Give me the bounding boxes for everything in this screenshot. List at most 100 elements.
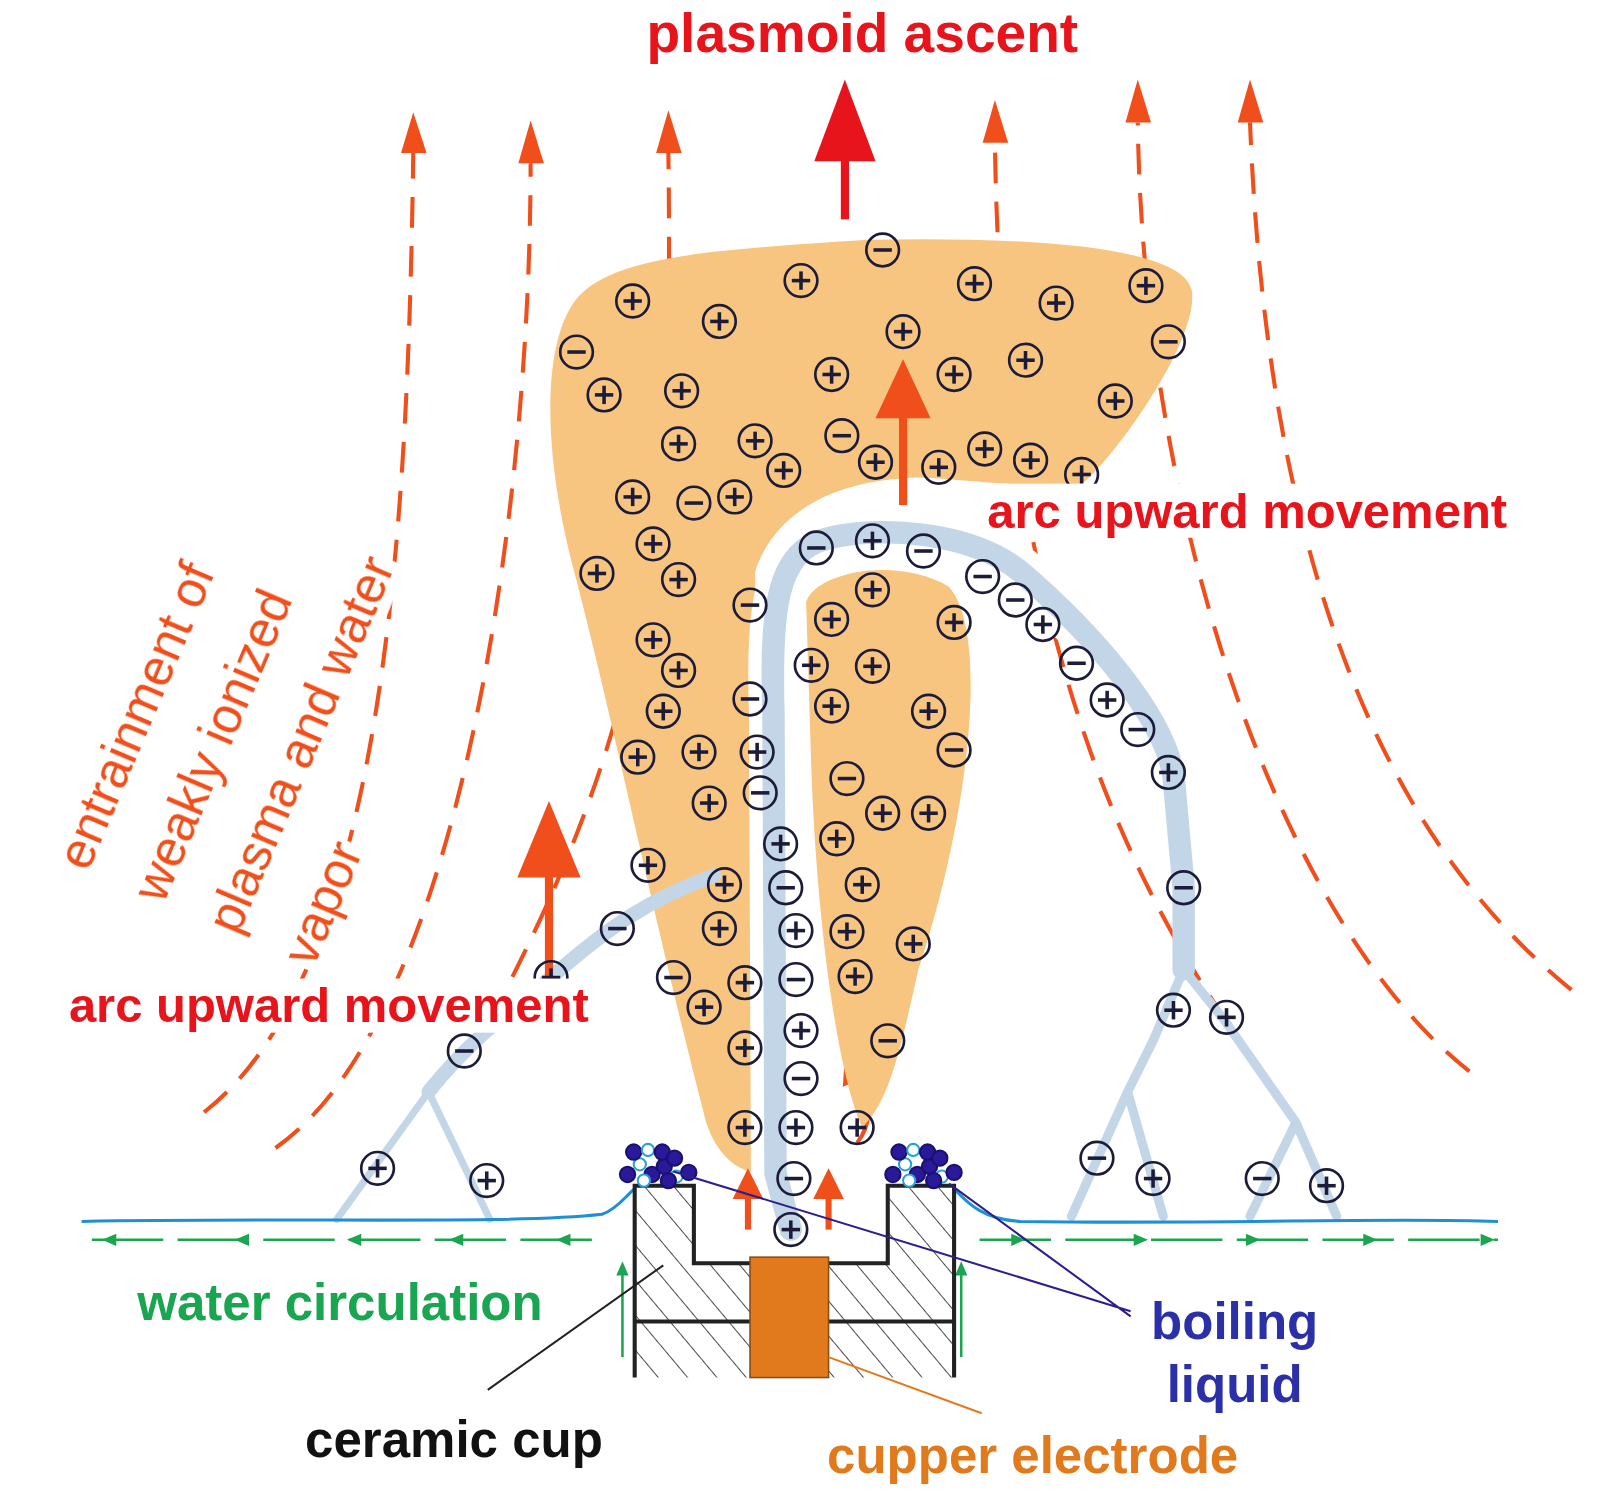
ceramic-cup [635, 1186, 954, 1378]
negative-charge [831, 762, 864, 795]
leader-lines [673, 1171, 1130, 1316]
charge-bar [718, 312, 722, 330]
charge-ring [703, 305, 736, 338]
positive-charge [647, 695, 680, 728]
charge-bar [952, 365, 956, 383]
negative-charge [1121, 713, 1154, 746]
charge-bar [1006, 598, 1024, 602]
negative-charge [560, 336, 593, 369]
charge-bar [871, 532, 875, 550]
charge-ring [1121, 713, 1154, 746]
bubble [903, 1174, 915, 1186]
positive-charge [688, 991, 721, 1024]
charge-ring [1091, 684, 1124, 717]
flow-head [102, 1234, 116, 1246]
ceramic-cup [750, 1257, 829, 1377]
plasmoid-body [550, 239, 1192, 1173]
negative-charge [601, 912, 634, 945]
charge-bar [743, 1039, 747, 1057]
charge-bar [973, 274, 977, 292]
negative-charge [871, 1024, 904, 1057]
charge-ring [912, 797, 945, 830]
charge-bar [1024, 351, 1028, 369]
negative-charge [966, 560, 999, 593]
arc-channels [773, 532, 1184, 1229]
charge-bar [1129, 728, 1147, 732]
positive-charge [703, 305, 736, 338]
big-arrows [517, 801, 580, 878]
negative-charge [1167, 871, 1200, 904]
charge-ring [601, 912, 634, 945]
negative-charge [826, 419, 859, 452]
positive-charge [616, 481, 649, 514]
positive-charge [662, 563, 695, 596]
positive-charge [616, 285, 649, 318]
ceramic-cup [635, 1186, 954, 1378]
charge-bar [718, 919, 722, 937]
negative-charge [778, 1162, 811, 1195]
charge-ring [938, 734, 971, 767]
bubble [926, 1173, 941, 1188]
charge-bar [794, 921, 798, 939]
charge-bar [1067, 661, 1085, 665]
charge-bar [914, 549, 932, 553]
positive-charge [1310, 1169, 1343, 1202]
callout-label: arc upward movement [984, 482, 1510, 538]
positive-charge [839, 960, 872, 993]
flow-head [1481, 1234, 1495, 1246]
charge-ring [841, 1111, 874, 1144]
label-text: arc upward movement [66, 978, 592, 1032]
positive-charge [632, 849, 665, 882]
flow-arrowheads [1238, 80, 1264, 123]
label-text: water circulation [134, 1274, 546, 1331]
positive-charge [708, 868, 741, 901]
positive-charge [912, 695, 945, 728]
bubble [891, 1144, 906, 1159]
charge-ring [907, 535, 940, 568]
charge-bar [661, 702, 665, 720]
charge-ring [785, 264, 818, 297]
positive-charge [856, 650, 889, 683]
charge-ring [831, 915, 864, 948]
charge-bar [945, 748, 963, 752]
negative-charge [1081, 1142, 1114, 1175]
positive-charge [785, 264, 818, 297]
charge-ring [637, 528, 670, 561]
charge-bar [789, 1220, 793, 1238]
charge-bar [1167, 763, 1171, 781]
charge-bar [838, 777, 856, 781]
charge-ring [780, 1111, 813, 1144]
charge-ring [826, 419, 859, 452]
charge-ring [856, 573, 889, 606]
positive-charge [1091, 684, 1124, 717]
charge-ring [616, 285, 649, 318]
bubble [626, 1144, 641, 1159]
charge-bar [595, 564, 599, 582]
charge-bar [1054, 294, 1058, 312]
negative-charge [800, 532, 833, 565]
negative-charge [1060, 647, 1093, 680]
charge-bar [860, 876, 864, 894]
charge-ring [785, 1062, 818, 1095]
charge-ring [647, 695, 680, 728]
positive-charge [774, 1213, 807, 1246]
charge-ring [662, 654, 695, 687]
charge-bar [927, 804, 931, 822]
callout-label: cupper electrode [824, 1428, 1241, 1487]
bubble [946, 1165, 961, 1180]
leader-lines [829, 1357, 982, 1413]
positive-charge [815, 603, 848, 636]
bubble [932, 1151, 947, 1166]
charge-ring [922, 451, 955, 484]
arc-channels [337, 532, 1337, 1229]
charge-bar [608, 927, 626, 931]
positive-charge [897, 928, 930, 961]
charge-ring [774, 1213, 807, 1246]
big-arrows [517, 80, 930, 1230]
charge-bar [567, 350, 585, 354]
charge-bar [911, 935, 915, 953]
charge-ring [734, 589, 767, 622]
charge-bar [631, 488, 635, 506]
charge-bar [782, 461, 786, 479]
negative-charge [907, 535, 940, 568]
